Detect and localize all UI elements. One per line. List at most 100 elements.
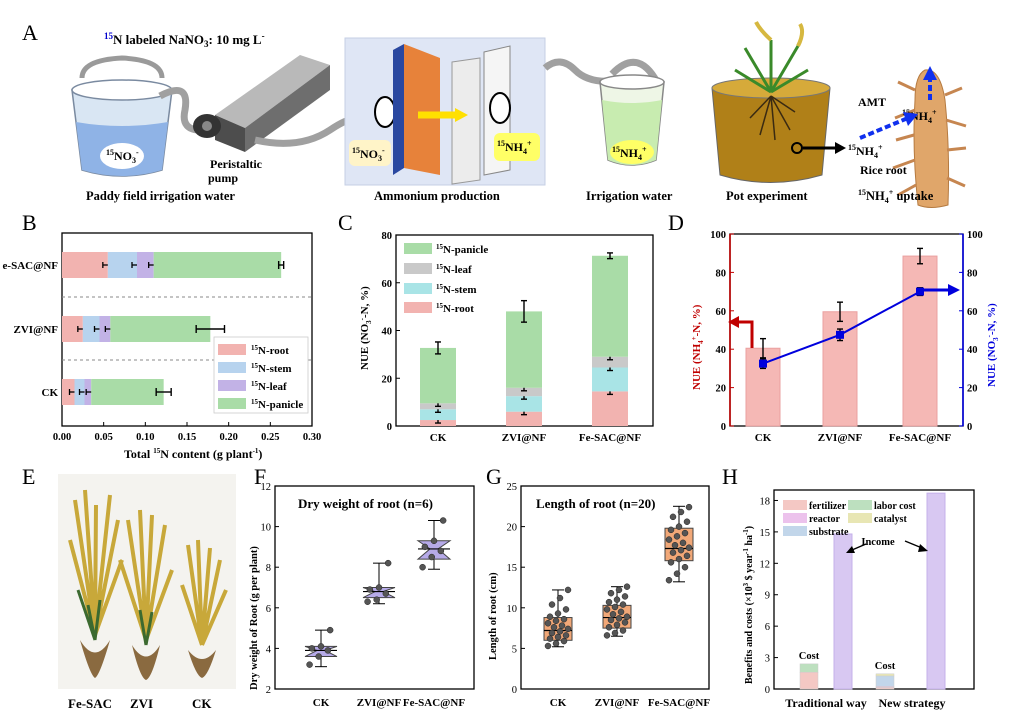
x-tick-label: 0.30 bbox=[303, 432, 321, 443]
panel-g-title: Length of root (n=20) bbox=[536, 496, 655, 511]
data-point bbox=[556, 594, 564, 602]
point-CK bbox=[759, 359, 767, 368]
x-category-label: Fe-SAC@NF bbox=[648, 697, 710, 709]
data-point bbox=[375, 584, 383, 591]
category-label: CK bbox=[42, 387, 59, 399]
svg-text:reactor: reactor bbox=[809, 514, 840, 525]
y-tick-label-right: 60 bbox=[967, 307, 978, 318]
x-category-label: ZVI@NF bbox=[595, 697, 640, 709]
paddy-water-bucket: 15NO3- bbox=[71, 55, 173, 177]
bar-ZVI@NF-N-panicle bbox=[110, 316, 211, 342]
data-point bbox=[621, 619, 629, 626]
bar-ZVI@NF-N-leaf bbox=[506, 387, 542, 397]
bar-ZVI@NF-N-root bbox=[506, 411, 542, 426]
x-tick-label: 0.25 bbox=[261, 432, 279, 443]
data-point bbox=[603, 632, 611, 639]
y-tick-label-right: 40 bbox=[967, 345, 978, 356]
x-category-label: CK bbox=[550, 697, 567, 709]
data-point bbox=[679, 539, 687, 547]
panel-letter-b: B bbox=[22, 210, 37, 235]
photo-label-zvi: ZVI bbox=[130, 696, 153, 711]
y-tick-label: 40 bbox=[382, 327, 393, 338]
data-point bbox=[677, 546, 685, 554]
data-point bbox=[437, 547, 445, 555]
data-point bbox=[611, 603, 619, 611]
data-point bbox=[564, 586, 572, 594]
panel-g-ylabel: Length of root (cm) bbox=[488, 572, 499, 660]
data-point bbox=[667, 559, 675, 566]
y-tick-label: 4 bbox=[266, 644, 272, 655]
x-tick-label: 0.15 bbox=[178, 432, 196, 443]
svg-text:15N-root: 15N-root bbox=[436, 302, 474, 315]
y-tick-label: 80 bbox=[382, 231, 393, 242]
income-bar-Traditional way bbox=[833, 533, 853, 690]
peristaltic-pump: Peristaltic pump bbox=[193, 55, 330, 185]
ammonium-reactor: 15NO3- 15NH4+ bbox=[344, 37, 546, 186]
x-tick-label: 0.05 bbox=[94, 432, 112, 443]
svg-text:15N-panicle: 15N-panicle bbox=[251, 398, 303, 411]
data-point bbox=[550, 624, 558, 631]
rice-root-detail: AMT 15NH4+ 15NH4+ Rice root bbox=[848, 66, 967, 208]
panel-c-ylabel: NUE (NO3--N, %) bbox=[358, 286, 373, 370]
caption-irrigation: Irrigation water bbox=[586, 189, 673, 203]
data-point bbox=[324, 647, 332, 654]
data-point bbox=[667, 526, 675, 534]
panel-d-marks bbox=[745, 247, 938, 427]
data-point bbox=[665, 536, 673, 543]
y-tick-label: 9 bbox=[765, 591, 770, 602]
panel-g-boxes bbox=[543, 503, 694, 650]
data-point bbox=[685, 503, 693, 511]
data-point bbox=[552, 617, 560, 625]
x-category-label: ZVI@NF bbox=[502, 432, 547, 444]
panel-letter-d: D bbox=[668, 210, 684, 235]
y-tick-label: 18 bbox=[760, 496, 771, 507]
pipe-1 bbox=[158, 86, 206, 134]
point-Fe-SAC@NF bbox=[916, 287, 924, 296]
bar-ZVI@NF-N-stem bbox=[82, 316, 100, 342]
data-point bbox=[613, 621, 621, 629]
bar-Fe-SAC@NF-N-leaf bbox=[137, 252, 154, 278]
svg-text:15NH4+: 15NH4+ bbox=[612, 145, 647, 162]
svg-text:15N-leaf: 15N-leaf bbox=[251, 380, 287, 393]
data-point bbox=[617, 608, 625, 616]
data-point bbox=[560, 615, 568, 623]
bar-ZVI@NF-N-panicle bbox=[506, 311, 542, 388]
data-point bbox=[428, 553, 435, 561]
panel-c-bars bbox=[420, 252, 628, 426]
x-category-label: ZVI@NF bbox=[818, 432, 863, 444]
y-tick-label-right: 20 bbox=[967, 384, 978, 395]
caption-pot: Pot experiment bbox=[726, 189, 808, 203]
amt-label: AMT bbox=[858, 95, 886, 109]
data-point bbox=[677, 508, 685, 516]
panel-f-title: Dry weight of root (n=6) bbox=[298, 496, 433, 511]
bar-Fe-SAC@NF-N-panicle bbox=[153, 252, 282, 278]
data-point bbox=[603, 606, 611, 613]
data-point bbox=[421, 543, 429, 551]
x-tick-label: 0.20 bbox=[219, 432, 237, 443]
data-point bbox=[562, 632, 570, 639]
svg-text:15N-panicle: 15N-panicle bbox=[436, 243, 488, 256]
data-point bbox=[609, 611, 617, 618]
svg-text:15NH4+: 15NH4+ bbox=[497, 139, 532, 156]
svg-text:15N-stem: 15N-stem bbox=[251, 362, 292, 375]
bar-CK-N-stem bbox=[420, 409, 456, 421]
y-tick-label: 10 bbox=[261, 523, 272, 534]
irrigation-bucket: 15NH4+ bbox=[599, 74, 665, 166]
x-category-label: Fe-SAC@NF bbox=[889, 432, 951, 444]
panel-a: A 15N labeled NaNO3: 10 mg L- 15NO3- Per… bbox=[22, 20, 967, 208]
bar-Fe-SAC@NF-N-leaf bbox=[592, 356, 628, 368]
y-tick-label: 20 bbox=[507, 523, 518, 534]
panel-letter-a: A bbox=[22, 20, 38, 45]
y-tick-label-right: 80 bbox=[967, 268, 978, 279]
data-point bbox=[544, 619, 552, 627]
data-point bbox=[382, 590, 390, 597]
data-point bbox=[384, 559, 392, 567]
y-tick-label: 0 bbox=[512, 685, 517, 696]
data-point bbox=[619, 627, 627, 634]
data-point bbox=[430, 537, 438, 545]
